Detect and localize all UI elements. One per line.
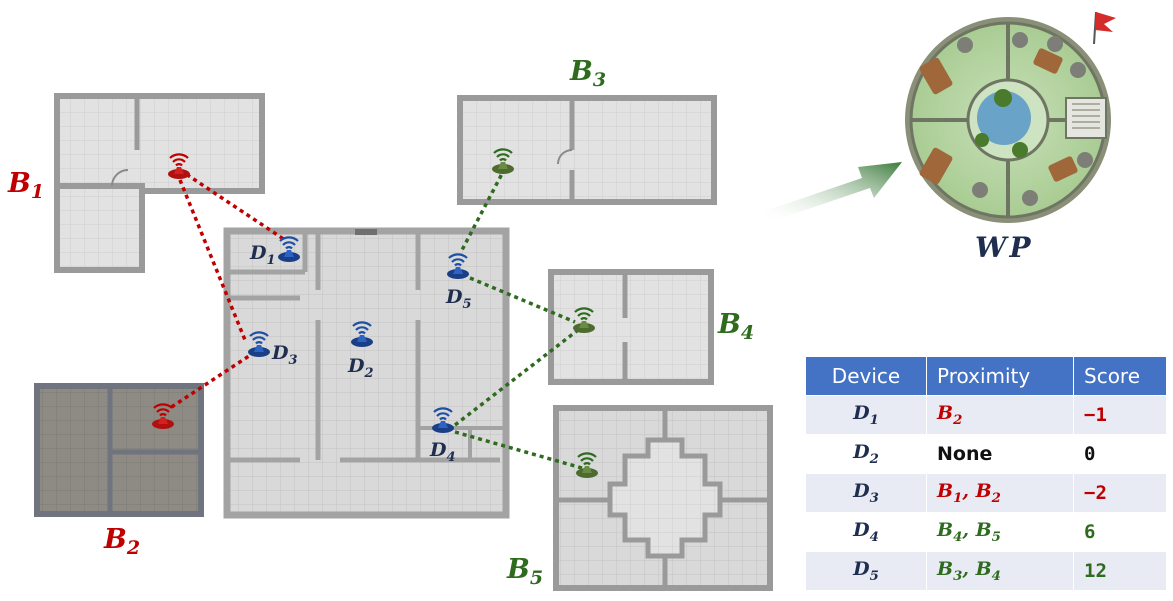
device-d5-icon bbox=[447, 253, 469, 279]
building-b5-plan bbox=[553, 405, 773, 591]
transmitter-b3-icon bbox=[492, 148, 514, 174]
cell-device: D2 bbox=[805, 434, 927, 474]
cell-proximity: None bbox=[926, 434, 1074, 474]
proximity-links bbox=[169, 167, 583, 470]
transmitter-b1-icon bbox=[168, 153, 190, 179]
wp-floorplan bbox=[905, 17, 1111, 223]
link-d3-b2 bbox=[169, 350, 256, 410]
header-score: Score bbox=[1073, 356, 1167, 396]
cell-proximity: B1, B2 bbox=[926, 473, 1074, 513]
cell-score: −1 bbox=[1073, 395, 1167, 435]
device-d1-label: D1 bbox=[249, 242, 276, 268]
link-d1-b1 bbox=[179, 168, 286, 242]
device-d4-label: D4 bbox=[429, 439, 456, 465]
cell-device: D3 bbox=[805, 473, 927, 513]
device-d3-icon bbox=[248, 331, 270, 357]
transmitter-b4-icon bbox=[573, 307, 595, 333]
wp-label: WP bbox=[975, 231, 1034, 264]
cell-device: D4 bbox=[805, 512, 927, 552]
cell-proximity: B4, B5 bbox=[926, 512, 1074, 552]
building-b4-plan bbox=[548, 269, 714, 385]
link-d4-b5 bbox=[454, 430, 583, 470]
building-b5-label: B5 bbox=[506, 554, 543, 589]
link-d5-b4 bbox=[469, 276, 576, 324]
transmitter-b2-icon bbox=[152, 403, 174, 429]
header-device: Device bbox=[805, 356, 927, 396]
cell-score: 12 bbox=[1073, 551, 1167, 591]
cell-score: −2 bbox=[1073, 473, 1167, 513]
device-d2-icon bbox=[351, 321, 373, 347]
cell-proximity: B2 bbox=[926, 395, 1074, 435]
flag-icon bbox=[1093, 11, 1116, 45]
table-header-row: Device Proximity Score bbox=[805, 356, 1167, 396]
building-b2-plan bbox=[34, 383, 204, 517]
device-d2-label: D2 bbox=[347, 355, 374, 381]
device-d3-label: D3 bbox=[271, 342, 298, 368]
device-d1-icon bbox=[278, 236, 300, 262]
device-d4-icon bbox=[432, 407, 454, 433]
right-arrow-icon bbox=[762, 162, 902, 222]
cell-device: D1 bbox=[805, 395, 927, 435]
cell-score: 0 bbox=[1073, 434, 1167, 474]
header-proximity: Proximity bbox=[926, 356, 1074, 396]
cell-proximity: B3, B4 bbox=[926, 551, 1074, 591]
building-b3-plan bbox=[457, 95, 717, 205]
cell-score: 6 bbox=[1073, 512, 1167, 552]
cell-device: D5 bbox=[805, 551, 927, 591]
link-d4-b4 bbox=[453, 328, 580, 427]
building-b4-label: B4 bbox=[717, 309, 754, 344]
building-b1-plan bbox=[54, 93, 265, 273]
building-b2-label: B2 bbox=[103, 524, 140, 559]
building-b3-label: B3 bbox=[569, 56, 606, 91]
transmitter-b5-icon bbox=[576, 452, 598, 478]
building-b1-label: B1 bbox=[7, 168, 44, 203]
device-d5-label: D5 bbox=[445, 286, 472, 312]
